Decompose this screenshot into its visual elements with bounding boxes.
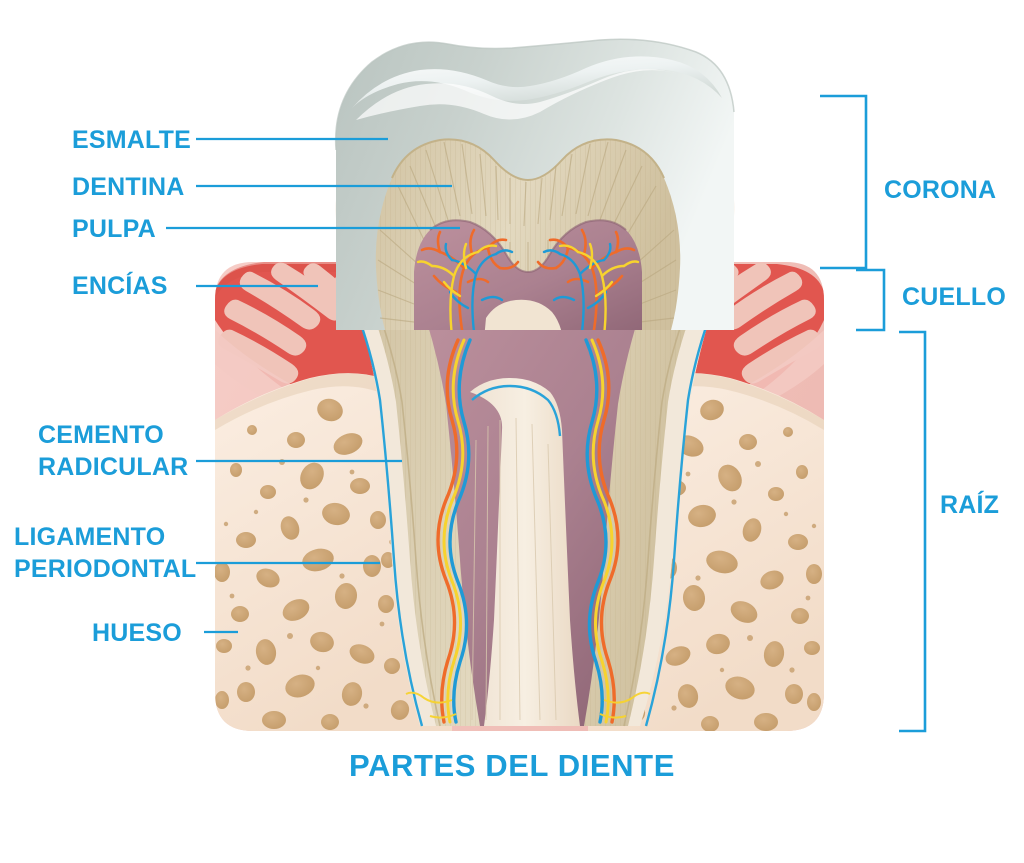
label-dentina: DENTINA: [72, 173, 185, 201]
label-hueso: HUESO: [92, 619, 182, 647]
right-brackets: [820, 94, 927, 733]
label-raiz: RAÍZ: [940, 491, 1000, 519]
label-cemento: CEMENTO RADICULAR: [38, 421, 189, 481]
label-cuello: CUELLO: [902, 283, 1006, 311]
bracket-raiz: [899, 330, 927, 733]
label-esmalte: ESMALTE: [72, 126, 191, 154]
label-ligamento: LIGAMENTO PERIODONTAL: [14, 523, 197, 583]
tooth-structure: [334, 38, 735, 727]
page-title: PARTES DEL DIENTE: [349, 748, 675, 783]
label-pulpa: PULPA: [72, 215, 156, 243]
bracket-cuello: [856, 268, 886, 332]
bracket-corona: [820, 94, 868, 270]
leader-lines: [166, 137, 460, 634]
label-corona: CORONA: [884, 176, 997, 204]
label-encias: ENCÍAS: [72, 272, 168, 300]
